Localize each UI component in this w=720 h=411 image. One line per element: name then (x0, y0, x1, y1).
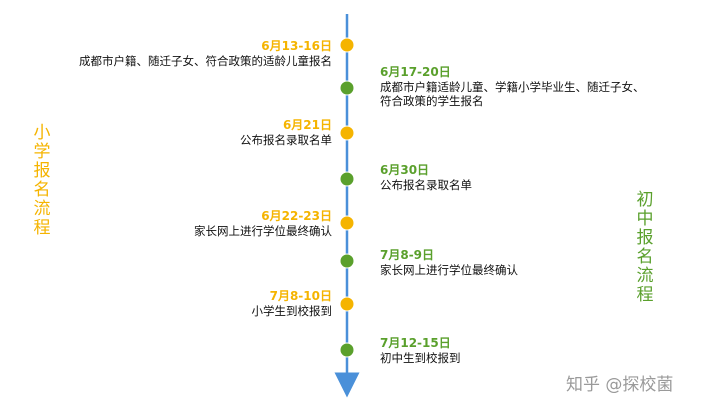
primary-milestone-dot (339, 37, 355, 53)
middle-step-2: 6月30日 公布报名录取名单 (380, 163, 472, 192)
step-text: 家长网上进行学位最终确认 (194, 224, 332, 238)
step-text: 成都市户籍、随迁子女、符合政策的适龄儿童报名 (79, 54, 332, 68)
middle-step-4: 7月12-15日 初中生到校报到 (380, 336, 461, 365)
primary-step-4: 7月8-10日 小学生到校报到 (252, 289, 333, 318)
step-text: 公布报名录取名单 (380, 178, 472, 192)
middle-milestone-dot (339, 80, 355, 96)
step-date: 6月21日 (282, 118, 332, 132)
step-text: 家长网上进行学位最终确认 (380, 263, 518, 277)
step-text: 小学生到校报到 (251, 304, 333, 318)
step-date: 6月17-20日 (380, 65, 451, 79)
middle-milestone-dot (339, 253, 355, 269)
step-date: 7月12-15日 (380, 336, 451, 350)
primary-milestone-dot (339, 215, 355, 231)
middle-school-title: 初中报名流程 (636, 190, 654, 305)
step-text: 成都市户籍适龄儿童、学籍小学毕业生、随迁子女、 (380, 80, 645, 94)
primary-milestone-dot (339, 296, 355, 312)
step-date: 7月8-10日 (269, 289, 332, 303)
step-date: 6月30日 (380, 163, 430, 177)
step-text: 符合政策的学生报名 (380, 94, 484, 108)
primary-step-3: 6月22-23日 家长网上进行学位最终确认 (194, 209, 332, 238)
middle-step-1: 6月17-20日 成都市户籍适龄儿童、学籍小学毕业生、随迁子女、 符合政策的学生… (380, 65, 645, 108)
step-date: 7月8-9日 (380, 248, 435, 262)
step-text: 初中生到校报到 (380, 351, 461, 365)
middle-milestone-dot (339, 342, 355, 358)
step-text: 公布报名录取名单 (240, 133, 332, 147)
step-date: 6月22-23日 (261, 209, 332, 223)
primary-milestone-dot (339, 125, 355, 141)
step-date: 6月13-16日 (261, 39, 332, 53)
watermark: 知乎 @探校菌 (566, 375, 674, 395)
primary-step-1: 6月13-16日 成都市户籍、随迁子女、符合政策的适龄儿童报名 (79, 39, 332, 68)
middle-step-3: 7月8-9日 家长网上进行学位最终确认 (380, 248, 518, 277)
primary-school-title: 小学报名流程 (33, 123, 51, 238)
primary-step-2: 6月21日 公布报名录取名单 (240, 118, 332, 147)
middle-milestone-dot (339, 171, 355, 187)
